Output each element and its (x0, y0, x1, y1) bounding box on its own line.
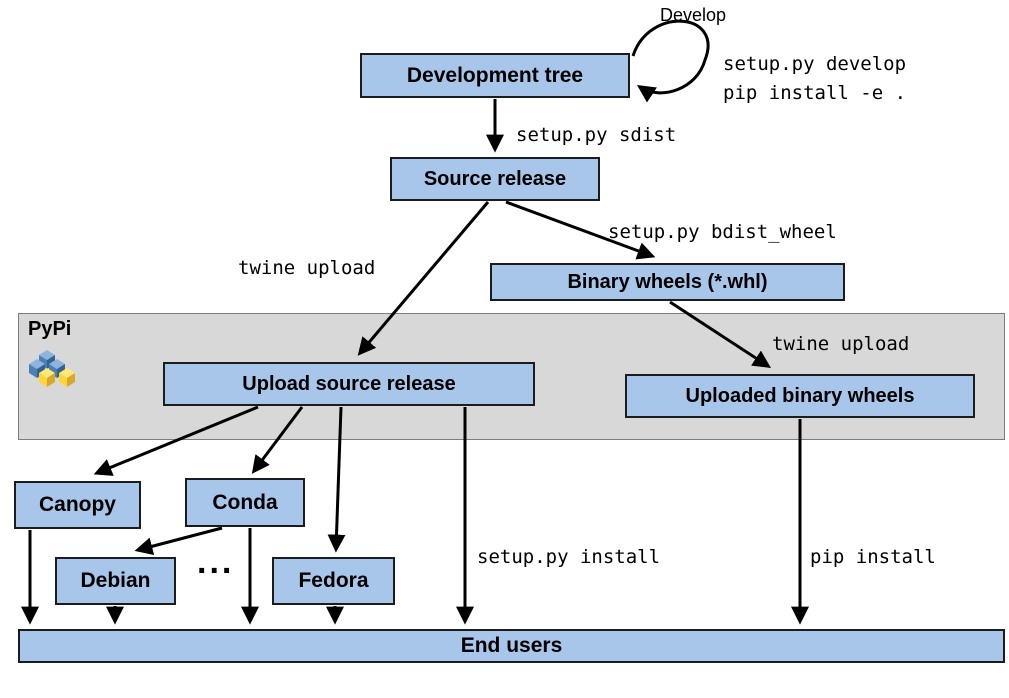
node-development-tree: Development tree (360, 53, 630, 98)
node-fedora: Fedora (272, 557, 395, 605)
arrow-develop-loop (631, 19, 710, 103)
python-logo-icon (29, 350, 75, 387)
node-conda: Conda (185, 478, 305, 527)
node-upload-source-release: Upload source release (163, 362, 535, 406)
twine-upload-wheels-label: twine upload (772, 333, 910, 355)
node-end-users: End users (18, 629, 1005, 663)
node-canopy: Canopy (14, 481, 141, 529)
sdist-label: setup.py sdist (516, 124, 677, 146)
setup-install-label: setup.py install (477, 546, 661, 568)
bdist-wheel-label: setup.py bdist_wheel (608, 221, 837, 243)
node-binary-wheels: Binary wheels (*.whl) (490, 263, 845, 301)
develop-label: Develop (659, 5, 727, 25)
node-debian: Debian (55, 557, 176, 605)
node-source-release: Source release (390, 157, 600, 201)
more-distros-ellipsis: ... (197, 543, 235, 581)
pip-install-label: pip install (810, 546, 936, 568)
twine-upload-source-label: twine upload (238, 257, 376, 279)
develop-commands-label: setup.py develop pip install -e . (723, 53, 907, 104)
pypi-label: PyPi (28, 318, 72, 340)
node-uploaded-binary-wheels: Uploaded binary wheels (625, 374, 975, 418)
